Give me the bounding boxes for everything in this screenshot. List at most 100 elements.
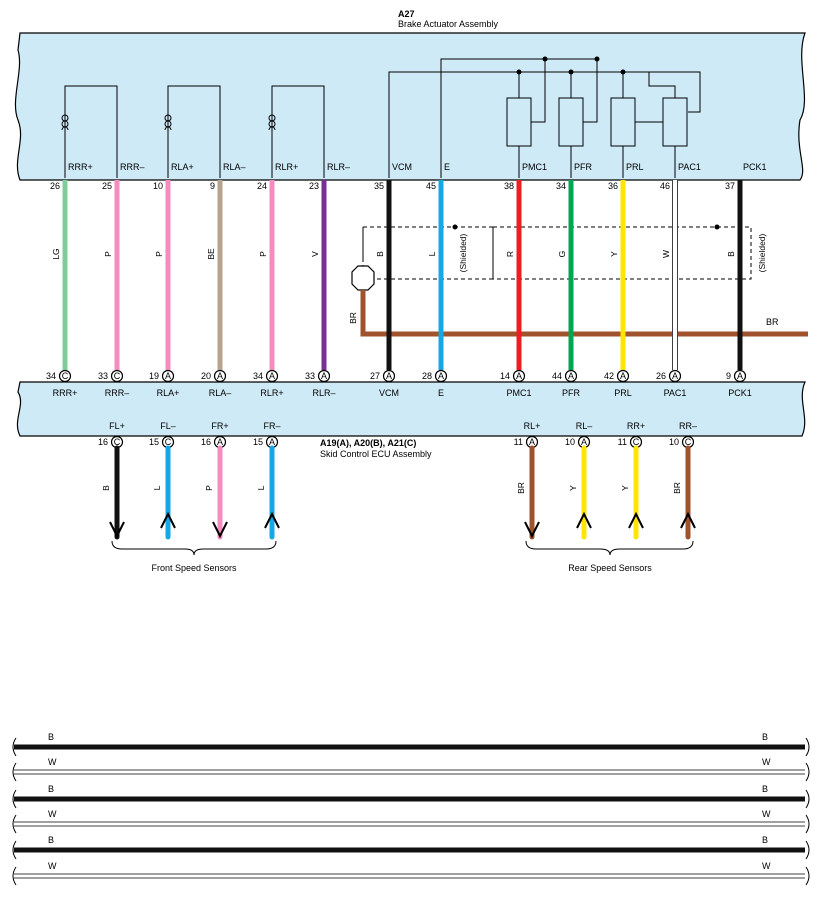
solenoid-rrr — [61, 85, 118, 178]
connector-letter: A — [529, 437, 535, 447]
band-label-left: W — [48, 809, 57, 819]
sensor-pin: 10 — [669, 437, 679, 447]
front-group-label: Front Speed Sensors — [151, 563, 237, 573]
sensor-name: FL+ — [109, 421, 125, 431]
drain-wire — [351, 227, 808, 337]
band-break-left — [12, 866, 17, 886]
wire-top-name: RLR– — [327, 162, 350, 172]
wire-bot-name: VCM — [379, 388, 399, 398]
ecu-panel — [16, 381, 806, 437]
connector-letter: C — [633, 437, 640, 447]
wire-color-label: W — [661, 250, 671, 258]
connector-circle — [434, 369, 448, 383]
arrow-up-icon — [628, 511, 644, 529]
connector-letter: C — [114, 437, 121, 447]
wire-color-label: Y — [609, 251, 619, 257]
connector-letter: A — [568, 371, 574, 381]
wire-top-pin: 38 — [504, 181, 514, 191]
band-break-right — [805, 840, 810, 860]
wire-top-pin: 36 — [608, 181, 618, 191]
wire-top-pin: 25 — [102, 181, 112, 191]
shield-junctions — [452, 224, 720, 230]
sensor-pin: 15 — [253, 437, 263, 447]
ecu-name: Skid Control ECU Assembly — [320, 449, 432, 459]
rear-group-label: Rear Speed Sensors — [568, 563, 652, 573]
band-label-left: B — [48, 732, 54, 742]
actuator-panel — [14, 32, 806, 181]
wire-color-label: P — [154, 251, 164, 257]
wire-bot-name: RRR– — [105, 388, 130, 398]
wire-top-pin: 46 — [660, 181, 670, 191]
drain-wire-color-label: BR — [348, 312, 358, 324]
sensor-color-label: Y — [620, 485, 630, 491]
arrow-down-icon — [524, 521, 540, 539]
connector-letter: C — [165, 437, 172, 447]
band-label-left: B — [48, 784, 54, 794]
wire-color-label: B — [375, 251, 385, 257]
wire-color-label: P — [258, 251, 268, 257]
wire-bot-name: PRL — [614, 388, 632, 398]
sensor-name: RR– — [679, 421, 697, 431]
wire-top-name: RRR+ — [68, 162, 93, 172]
connector-letter: A — [672, 371, 678, 381]
wire-top-name: PAC1 — [678, 162, 701, 172]
connector-circle — [58, 369, 72, 383]
connector-circle — [265, 369, 279, 383]
wire-top-name: PFR — [574, 162, 593, 172]
speed-sensors: FL+C16BFL–C15LFR+A16PFR–A15LRL+A11BRRL–A… — [98, 421, 697, 540]
ecu-code: A19(A), A20(B), A21(C) — [320, 438, 416, 448]
sensor-name: RR+ — [627, 421, 645, 431]
wire-top-pin: 26 — [50, 181, 60, 191]
rear-group-brace — [525, 540, 694, 556]
wire-top-name: RLA+ — [171, 162, 194, 172]
connector-circle — [512, 369, 526, 383]
sensor-name: FL– — [160, 421, 176, 431]
connector-letter: A — [386, 371, 392, 381]
wire-bot-pin: 34 — [46, 371, 56, 381]
connector-letter: A — [217, 371, 223, 381]
band-break-left — [12, 737, 17, 757]
wire-top-name: E — [444, 162, 450, 172]
band-label-left: W — [48, 861, 57, 871]
band-label-left: B — [48, 835, 54, 845]
arrow-down-icon — [109, 521, 125, 539]
sensor-pin: 15 — [149, 437, 159, 447]
arrow-up-icon — [576, 511, 592, 529]
wire-bot-name: PMC1 — [506, 388, 531, 398]
connector-circle — [161, 369, 175, 383]
wire-top-pin: 10 — [153, 181, 163, 191]
band-break-left — [12, 814, 17, 834]
wire-top-name: PMC1 — [522, 162, 547, 172]
band-label-left: W — [48, 757, 57, 767]
connector-letter: A — [516, 371, 522, 381]
drain-wire-end-label: BR — [766, 317, 779, 327]
arrow-down-icon — [212, 521, 228, 539]
wire-top-name: PCK1 — [743, 162, 767, 172]
wire-color-label: L — [427, 251, 437, 256]
connector-letter: A — [438, 371, 444, 381]
shield-label-1: (Shielded) — [458, 233, 468, 272]
connector-letter: C — [114, 371, 121, 381]
band-break-right — [805, 789, 810, 809]
wire-bot-name: RRR+ — [53, 388, 78, 398]
wire-color-label: P — [103, 251, 113, 257]
sensor-color-label: BR — [516, 482, 526, 494]
solenoid-rlr — [268, 85, 325, 178]
connector-letter: A — [269, 371, 275, 381]
band-break-right — [805, 737, 810, 757]
wire-bot-pin: 33 — [305, 371, 315, 381]
wire-top-pin: 35 — [374, 181, 384, 191]
